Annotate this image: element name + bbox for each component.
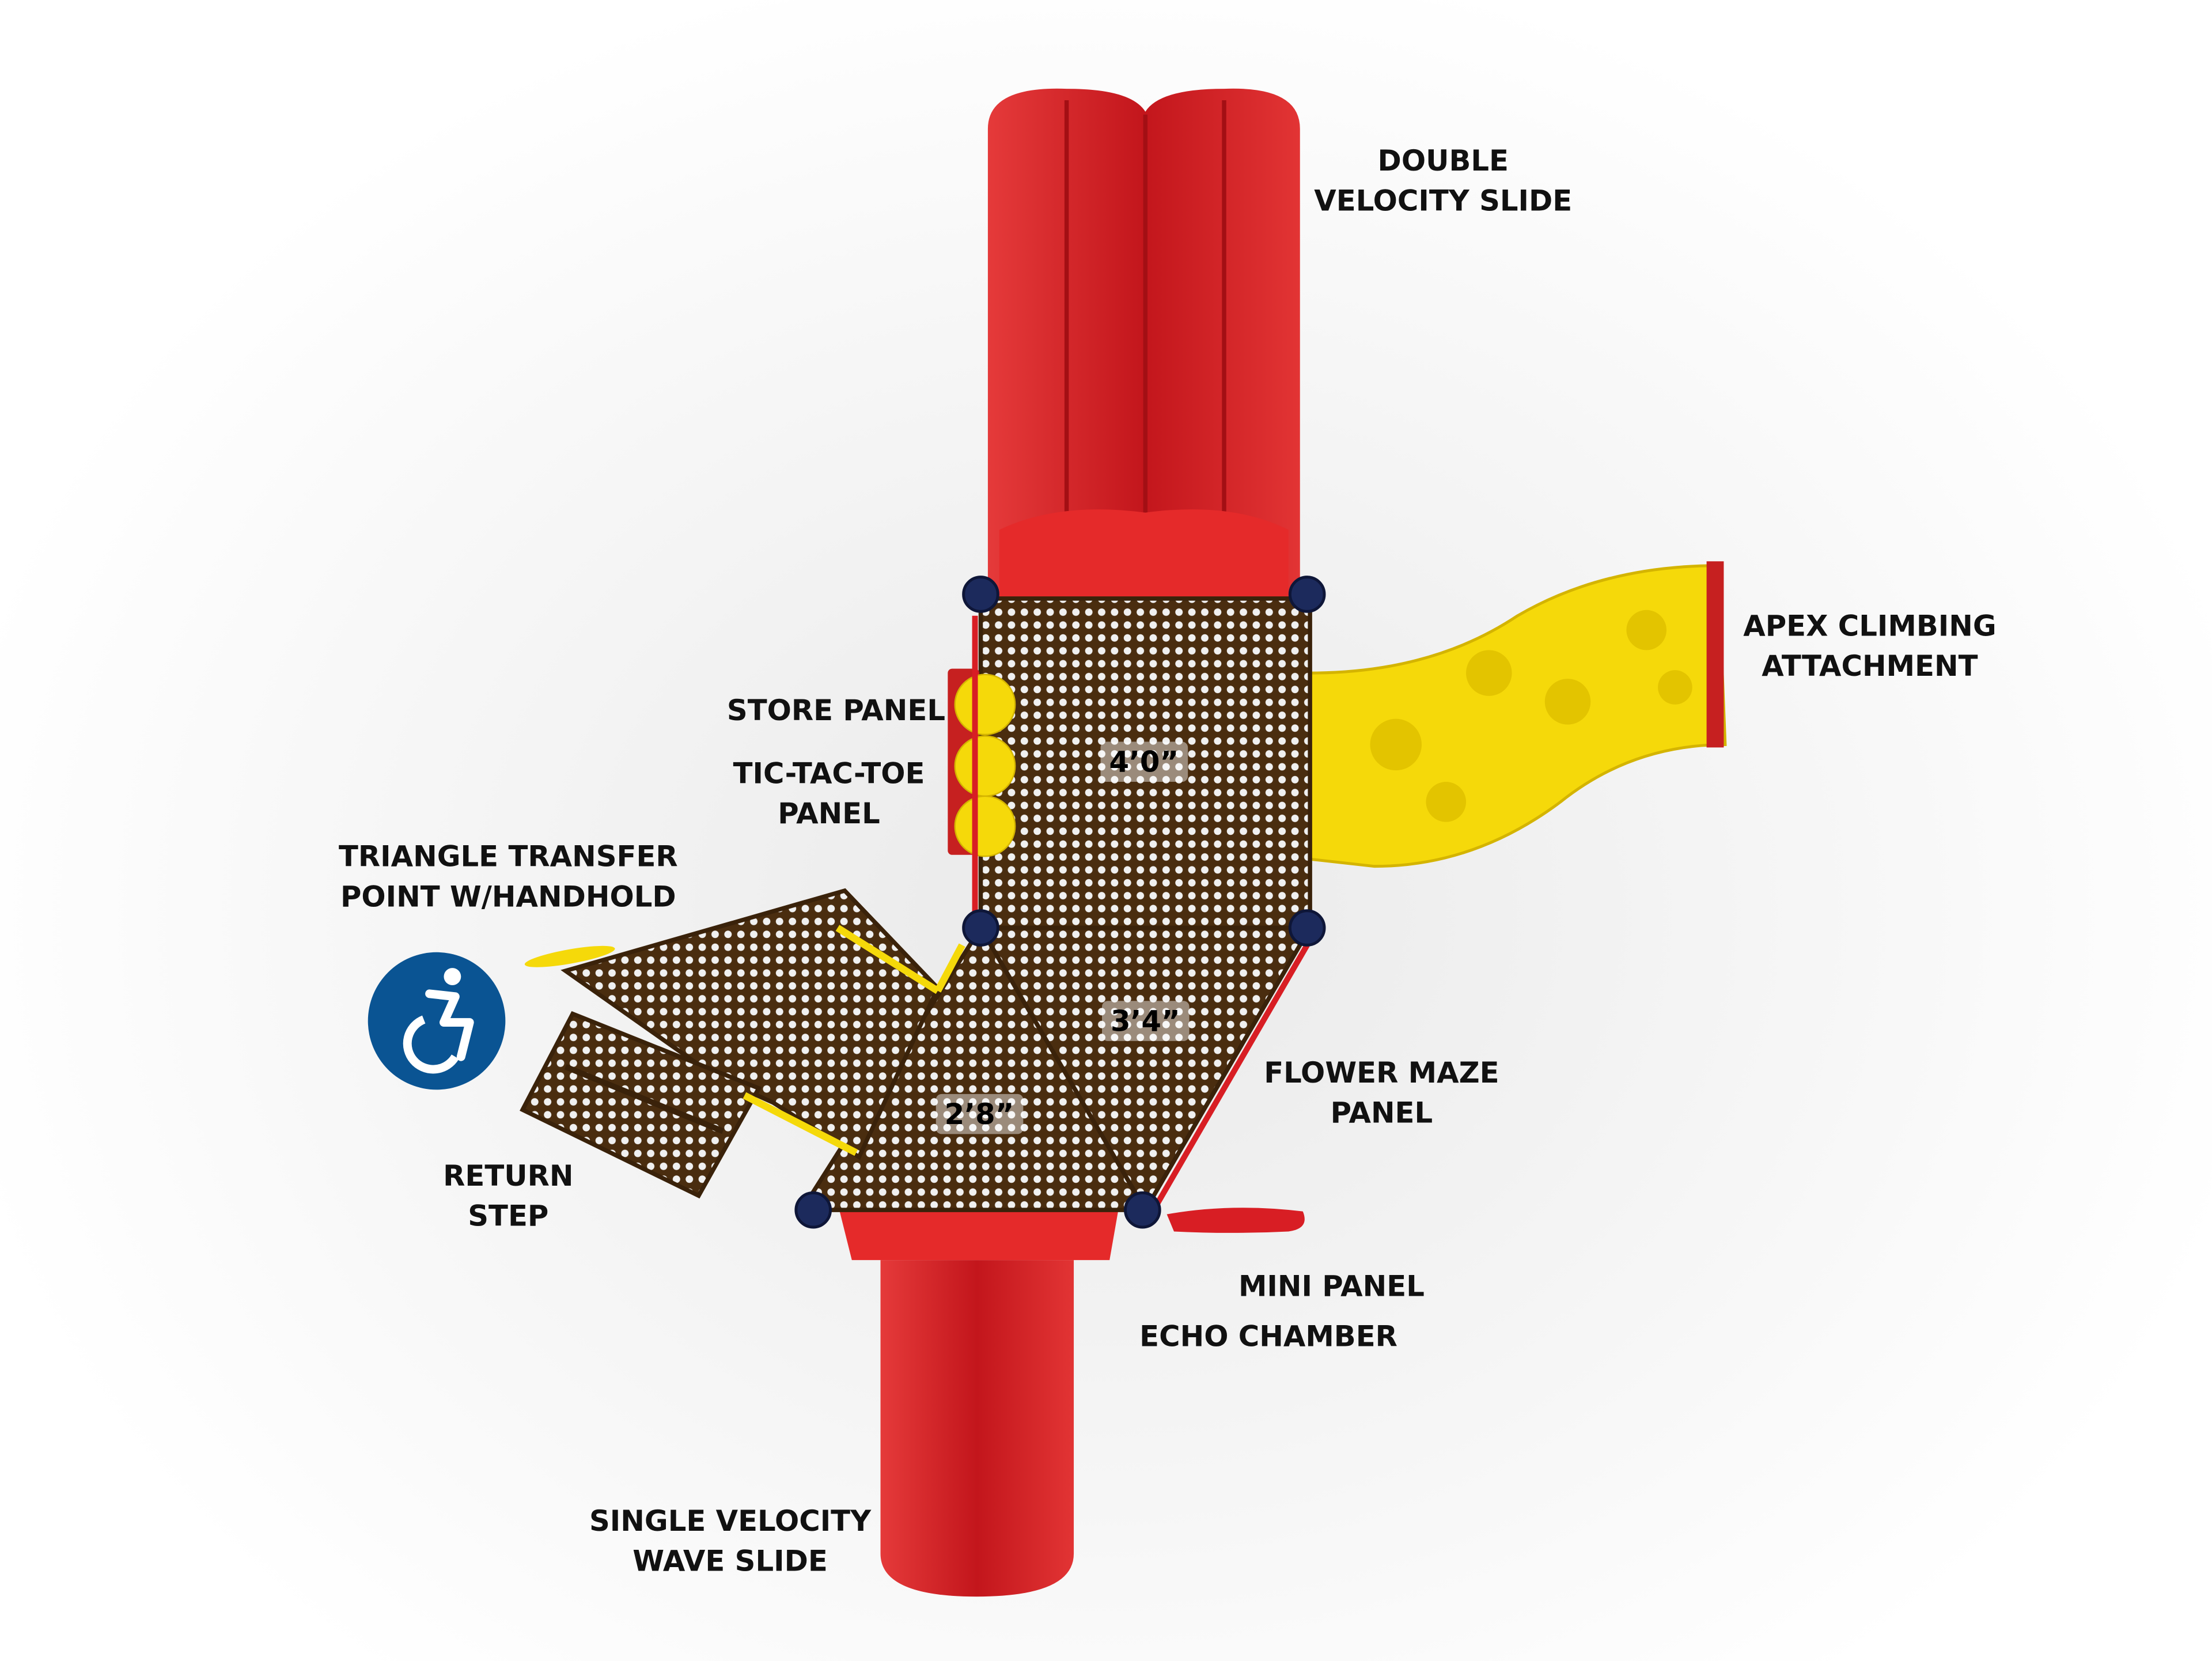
deck-height-label-low: 2’8” <box>935 1094 1023 1134</box>
label-line: DOUBLE <box>1377 143 1509 178</box>
post <box>794 1191 832 1229</box>
deck-height-label-middle: 3’4” <box>1102 1001 1189 1041</box>
triangle-transfer-point <box>520 888 965 1199</box>
apex-climbing-attachment <box>1308 561 1727 868</box>
label-line: POINT W/HANDHOLD <box>340 879 676 914</box>
post <box>962 909 999 947</box>
posts <box>794 576 1326 1229</box>
double-velocity-slide <box>987 88 1300 601</box>
single-velocity-wave-slide <box>837 1197 1120 1597</box>
label-line: STEP <box>468 1198 549 1233</box>
label-mini-panel: MINI PANEL <box>1238 1266 1425 1306</box>
label-line: STORE PANEL <box>726 693 946 728</box>
label-double-velocity-slide: DOUBLE VELOCITY SLIDE <box>1314 141 1572 221</box>
label-return-step: RETURN STEP <box>443 1156 573 1236</box>
label-flower-maze: FLOWER MAZE PANEL <box>1264 1053 1499 1133</box>
label-line: ATTACHMENT <box>1762 648 1978 683</box>
label-line: PANEL <box>778 796 880 831</box>
deck-height-label-top: 4’0” <box>1100 741 1188 782</box>
label-apex-climbing: APEX CLIMBING ATTACHMENT <box>1743 606 1996 686</box>
label-line: FLOWER MAZE <box>1264 1055 1499 1090</box>
mini-panel-echo-chamber <box>1166 1208 1305 1233</box>
label-line: MINI PANEL <box>1238 1269 1425 1303</box>
label-store-panel: STORE PANEL <box>727 690 945 731</box>
deck-4ft <box>978 596 1312 930</box>
post <box>1124 1191 1161 1229</box>
label-line: TRIANGLE TRANSFER <box>338 839 678 874</box>
label-line: TIC-TAC-TOE <box>733 756 925 790</box>
accessible-wheelchair-icon <box>368 952 506 1090</box>
post <box>962 576 999 613</box>
flower-maze-panel <box>1143 943 1310 1226</box>
label-line: SINGLE VELOCITY <box>589 1503 872 1538</box>
post <box>1288 909 1326 947</box>
label-line: RETURN <box>443 1158 574 1193</box>
post <box>1288 576 1326 613</box>
label-line: PANEL <box>1330 1095 1433 1130</box>
store-and-tictactoe-panels <box>948 615 1016 917</box>
label-line: VELOCITY SLIDE <box>1314 183 1573 218</box>
label-line: ECHO CHAMBER <box>1139 1319 1397 1353</box>
label-single-velocity-slide: SINGLE VELOCITY WAVE SLIDE <box>589 1501 871 1581</box>
label-echo-chamber: ECHO CHAMBER <box>1139 1316 1397 1356</box>
label-triangle-transfer: TRIANGLE TRANSFER POINT W/HANDHOLD <box>339 836 678 916</box>
label-tictactoe-panel: TIC-TAC-TOE PANEL <box>733 753 925 833</box>
label-line: APEX CLIMBING <box>1743 608 1997 643</box>
label-line: WAVE SLIDE <box>632 1543 828 1578</box>
